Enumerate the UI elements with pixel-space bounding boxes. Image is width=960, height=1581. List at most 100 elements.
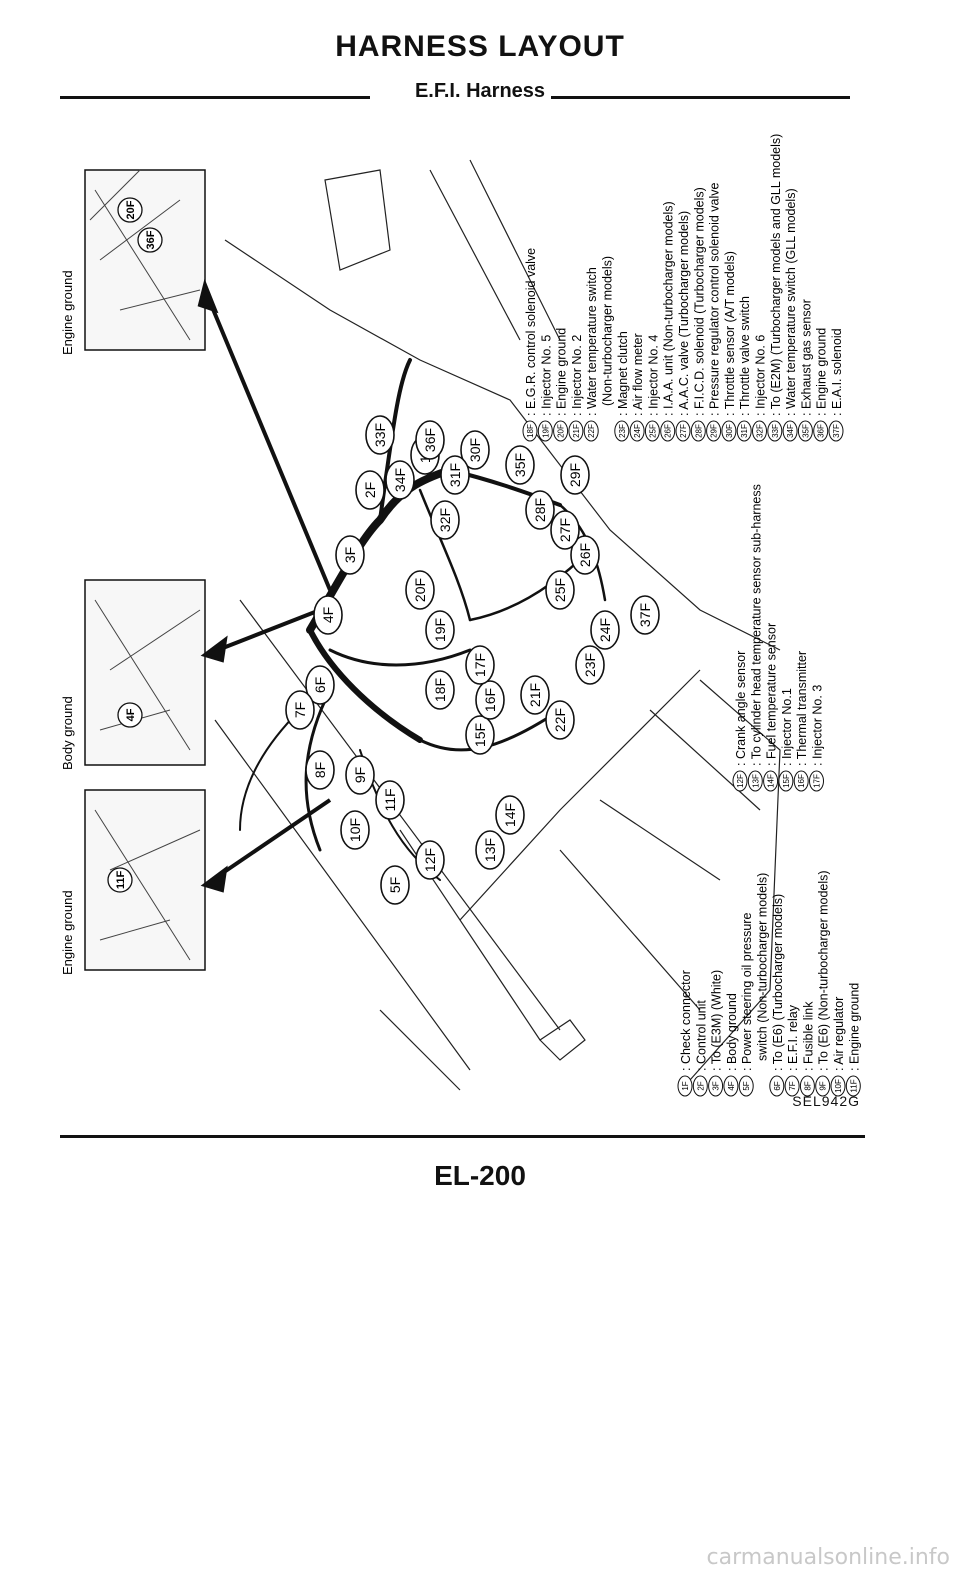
subtitle-rule-right [520, 96, 850, 99]
callout-label: 33F [372, 423, 388, 447]
callout-23f: 23F [575, 645, 605, 685]
callout-4f: 4F [313, 595, 343, 635]
callout-label: 37F [637, 603, 653, 627]
callout-9f: 9F [345, 755, 375, 795]
legend-code: 3F [712, 1081, 721, 1090]
legend-code: 24F [633, 424, 642, 438]
legend-text: : Thermal transmitter [795, 651, 809, 766]
callout-label: 27F [557, 518, 573, 542]
legend-text: : Engine ground [815, 328, 829, 416]
legend-row: 22F: Water temperature switch [583, 267, 599, 442]
legend-row: 37F : E.A.I. solenoid [828, 328, 844, 442]
callout-14f: 14F [495, 795, 525, 835]
legend-row: switch (Non-turbocharger models) [756, 873, 770, 1061]
legend-row: 33F: To (E2M) (Turbocharger models and G… [767, 134, 783, 442]
legend-text: : Injector No. 6 [754, 335, 768, 416]
legend-code: 37F [832, 424, 841, 438]
legend-text: : Air flow meter [631, 333, 645, 416]
callout-label: 22F [552, 708, 568, 732]
legend-row: 34F: Water temperature switch (GLL model… [782, 188, 798, 442]
legend-text: : Crank angle sensor [734, 651, 748, 766]
legend-row: 25F: Injector No. 4 [644, 335, 660, 442]
legend-row: 9F: To (E6) (Non-turbocharger models) [815, 870, 831, 1097]
legend-row: 10F : Air regulator [830, 997, 846, 1097]
callout-label: 30F [467, 438, 483, 462]
legend-text: : Injector No. 5 [539, 335, 553, 416]
legend-row: 35F: Exhaust gas sensor [797, 299, 813, 442]
subtitle-row: E.F.I. Harness [0, 80, 960, 104]
callout-label: 7F [292, 702, 308, 718]
callout-8f: 8F [305, 750, 335, 790]
callout-label: 31F [447, 463, 463, 487]
legend-code: 14F [767, 774, 776, 788]
legend-text: : Air regulator [832, 997, 846, 1071]
callout-15f: 15F [465, 715, 495, 755]
legend-row: 14F: Fuel temperature sensor [763, 623, 779, 792]
legend-row: 16F : Thermal transmitter [793, 651, 809, 792]
legend-code: 21F [572, 424, 581, 438]
callout-34f: 34F [385, 460, 415, 500]
legend-row: (Non-turbocharger models) [601, 256, 615, 406]
inset-callout-36f: 36F [145, 230, 157, 249]
callout-label: 28F [532, 498, 548, 522]
callout-label: 25F [552, 578, 568, 602]
legend-row: 19F: Injector No. 5 [537, 335, 553, 442]
legend-code: 31F [740, 424, 749, 438]
legend-text: : Injector No. 3 [811, 685, 825, 766]
legend-text: : Fusible link [801, 1001, 815, 1071]
legend-row: 17F: Injector No. 3 [809, 685, 825, 792]
legend-row: 28F: F.I.C.D. solenoid (Turbocharger mod… [690, 187, 706, 442]
legend-code: 23F [618, 424, 627, 438]
callout-label: 15F [472, 723, 488, 747]
legend-row: 4F: Body ground [723, 993, 739, 1097]
callout-37f: 37F [630, 595, 660, 635]
callout-10f: 10F [340, 810, 370, 850]
legend-row: 1F: Check connector [677, 970, 693, 1097]
callout-label: 4F [320, 607, 336, 623]
callout-label: 11F [382, 788, 398, 811]
legend-code: 10F [834, 1079, 843, 1093]
callout-5f: 5F [380, 865, 410, 905]
legend-code: 29F [710, 424, 719, 438]
legend-row: 31F: Throttle valve switch [736, 296, 752, 442]
legend-code: 9F [819, 1081, 828, 1090]
legend-code: 11F [849, 1079, 858, 1092]
legend-code: 15F [782, 774, 791, 788]
inset-pointer-arrows [197, 278, 332, 893]
page-subtitle: E.F.I. Harness [408, 80, 552, 102]
harness-diagram: 1F2F3F4F5F6F7F8F9F10F11F12F13F14F15F16F1… [60, 134, 861, 1097]
inset-engine-ground-bottom [84, 789, 206, 971]
callout-label: 12F [422, 848, 438, 872]
legend-code: 2F [696, 1081, 705, 1090]
bottom-rule [60, 1135, 865, 1138]
callout-label: 5F [387, 877, 403, 893]
legend-text: : Injector No.1 [780, 688, 794, 766]
inset-label: Body ground [60, 696, 75, 770]
callout-21f: 21F [520, 675, 550, 715]
watermark: carmanualsonline.info [706, 1545, 950, 1570]
inset-body-ground [84, 579, 206, 766]
callout-label: 35F [512, 453, 528, 477]
legend-code: 26F [664, 424, 673, 438]
callout-label: 2F [362, 482, 378, 498]
callout-7f: 7F [285, 690, 315, 730]
legend-code: 20F [557, 424, 566, 438]
callout-25f: 25F [545, 570, 575, 610]
callout-30f: 30F [460, 430, 490, 470]
legend-code: 33F [771, 424, 780, 438]
callout-label: 34F [392, 468, 408, 492]
legend-code: 8F [803, 1081, 812, 1090]
legend-row: 8F : Fusible link [799, 1001, 815, 1097]
legend-row: 27F: A.A.C. valve (Turbocharger models) [675, 211, 691, 442]
callout-label: 29F [567, 463, 583, 487]
legend-text: : Exhaust gas sensor [799, 299, 813, 416]
subtitle-rule-left [60, 96, 370, 99]
callout-label: 16F [482, 688, 498, 712]
callout-label: 26F [577, 543, 593, 567]
legend-text: : E.A.I. solenoid [830, 328, 844, 416]
callout-label: 3F [342, 547, 358, 563]
legend-row: 13F: To cylinder head temperature sensor… [747, 484, 763, 792]
legend-code: 16F [797, 774, 806, 788]
callout-26f: 26F [570, 535, 600, 575]
